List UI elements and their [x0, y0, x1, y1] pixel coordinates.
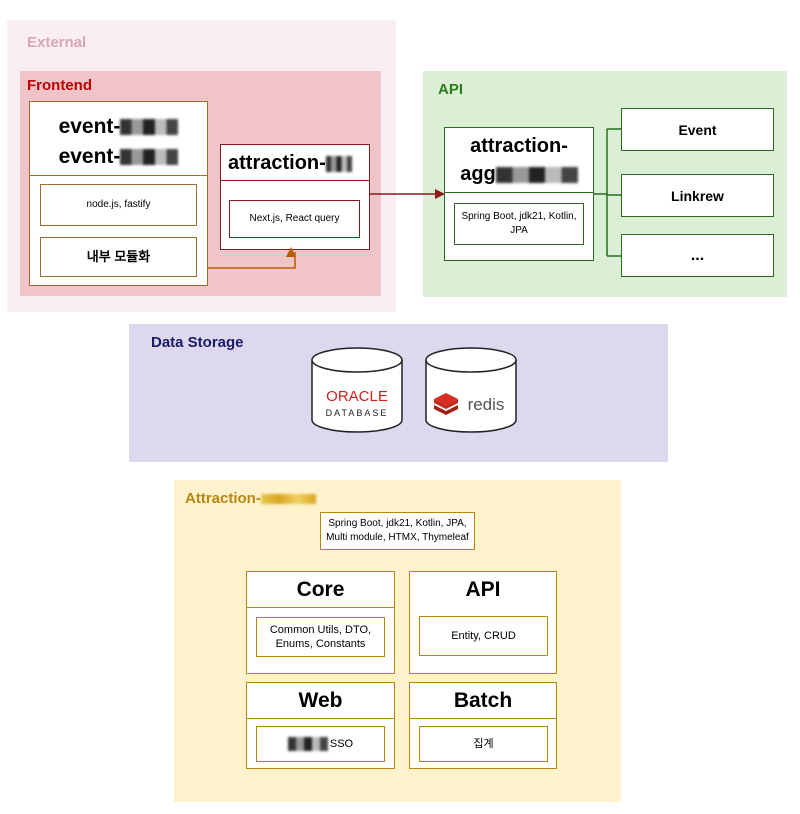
module-api-box: API [409, 571, 557, 608]
divider [221, 180, 369, 181]
module-web-desc: SSO [256, 726, 385, 762]
redacted-text [120, 149, 179, 166]
target-more-box: ... [621, 234, 774, 277]
divider [30, 175, 207, 176]
api-label: API [438, 81, 464, 98]
divider [445, 192, 593, 193]
module-batch-desc: 집계 [419, 726, 548, 762]
attraction-frontend-stack: Next.js, React query [229, 200, 360, 238]
frontend-label: Frontend [27, 77, 92, 94]
module-core-box: Core Common Utils, DTO, Enums, Constants [246, 571, 395, 674]
attraction-stack: Spring Boot, jdk21, Kotlin, JPA, Multi m… [320, 512, 475, 550]
attraction-label: Attraction- [185, 490, 316, 507]
aggregator-title: attraction- agg [445, 132, 593, 188]
external-label: External [27, 34, 87, 51]
divider [247, 607, 394, 608]
module-batch-title: Batch [453, 689, 513, 712]
redacted-text [287, 737, 328, 751]
redacted-text [260, 494, 316, 505]
attraction-frontend-title: attraction- [228, 149, 352, 177]
redacted-text [495, 166, 578, 183]
module-core-desc: Common Utils, DTO, Enums, Constants [256, 617, 385, 657]
divider [247, 718, 394, 719]
redacted-text [120, 119, 179, 136]
event-service-title: event- event- [30, 112, 207, 172]
module-api-title: API [465, 578, 501, 601]
event-stack-box: node.js, fastify [40, 184, 197, 226]
module-batch-box: Batch 집계 [409, 682, 557, 769]
module-web-title: Web [298, 689, 343, 712]
module-core-title: Core [296, 578, 345, 601]
attraction-frontend-box: attraction- Next.js, React query [220, 144, 370, 250]
event-module-box: 내부 모듈화 [40, 237, 197, 277]
target-event-box: Event [621, 108, 774, 151]
data-storage-label: Data Storage [151, 334, 244, 351]
target-linkrew-box: Linkrew [621, 174, 774, 217]
redacted-text [325, 155, 352, 172]
event-service-box: event- event- node.js, fastify 내부 모듈화 [29, 101, 208, 286]
aggregator-stack: Spring Boot, jdk21, Kotlin, JPA [454, 203, 584, 245]
divider [410, 718, 556, 719]
aggregator-box: attraction- agg Spring Boot, jdk21, Kotl… [444, 127, 594, 261]
module-api-desc: Entity, CRUD [419, 616, 548, 656]
module-api-body: Entity, CRUD [409, 607, 557, 674]
module-web-box: Web SSO [246, 682, 395, 769]
